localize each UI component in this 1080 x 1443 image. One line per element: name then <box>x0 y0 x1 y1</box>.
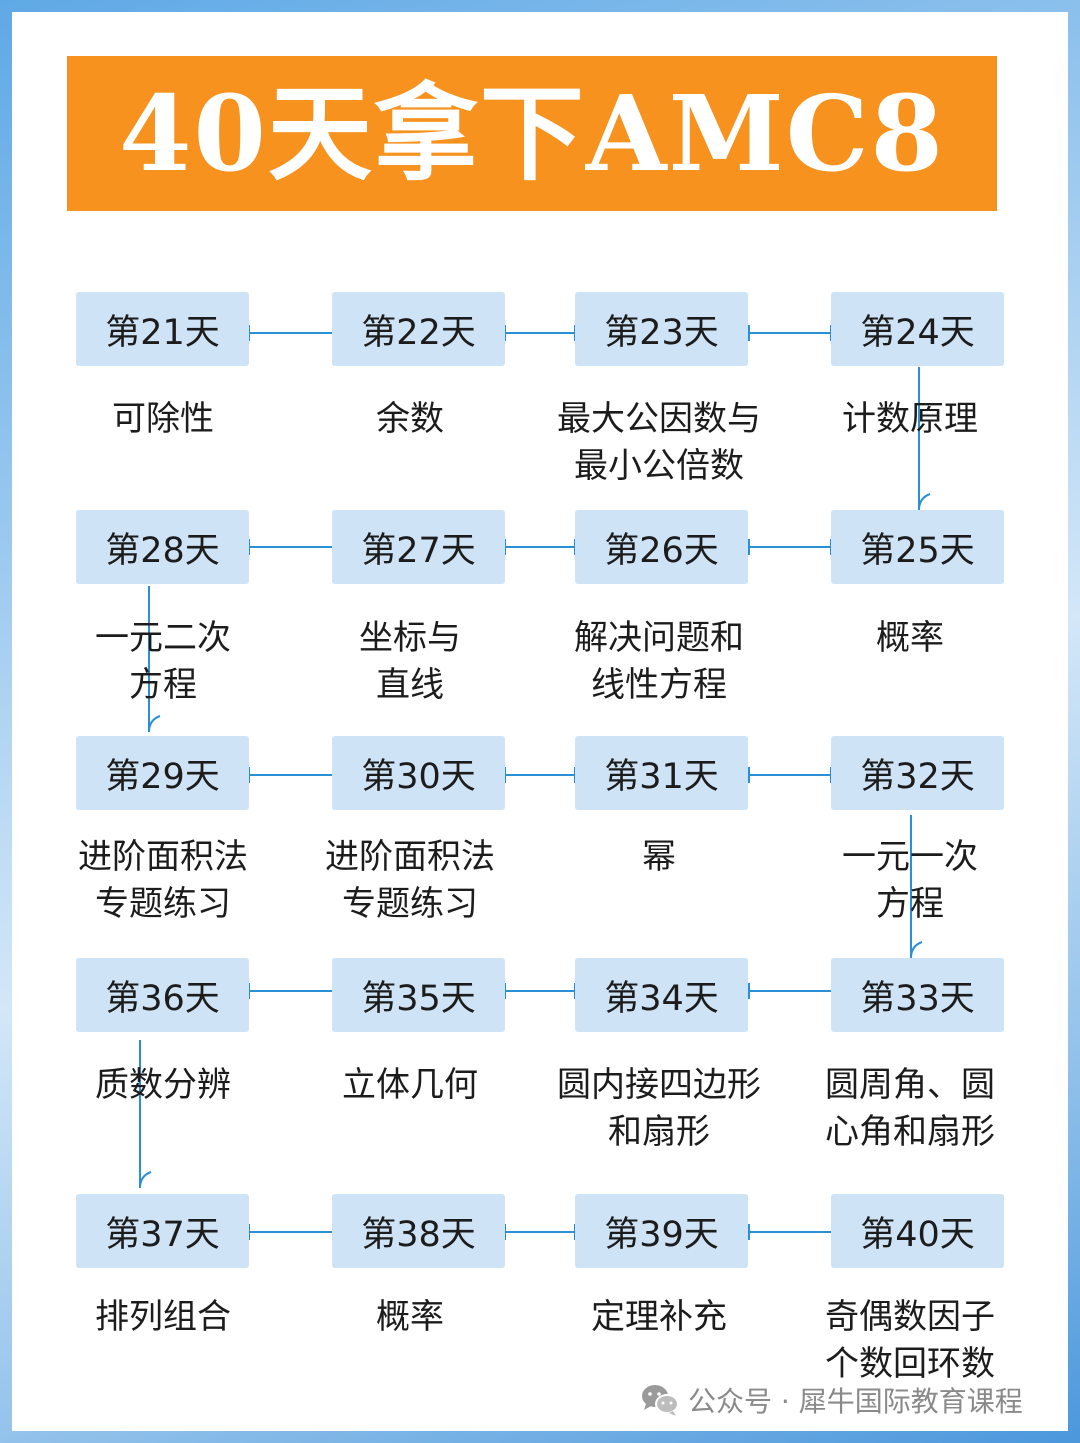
day-box: 第30天 <box>332 736 505 810</box>
day-box: 第34天 <box>575 958 748 1032</box>
day-box: 第40天 <box>831 1194 1004 1268</box>
topic-label: 进阶面积法专题练习 <box>78 837 248 924</box>
topic-label: 坐标与直线 <box>359 618 461 705</box>
topic-label: 幂 <box>642 837 676 877</box>
page-title: 40天拿下AMC8 <box>119 71 945 195</box>
day-box: 第27天 <box>332 510 505 584</box>
day-box: 第36天 <box>76 958 249 1032</box>
footer-text: 公众号 · 犀牛国际教育课程 <box>688 1385 1023 1418</box>
day-box: 第33天 <box>831 958 1004 1032</box>
day-box: 第21天 <box>76 292 249 366</box>
topic-label: 质数分辨 <box>95 1065 231 1105</box>
topic-label: 计数原理 <box>842 399 978 439</box>
day-box: 第39天 <box>575 1194 748 1268</box>
day-box: 第26天 <box>575 510 748 584</box>
topic-label: 余数 <box>376 399 444 439</box>
topic-label: 圆内接四边形和扇形 <box>557 1065 761 1152</box>
wechat-icon <box>642 1385 679 1416</box>
day-box: 第37天 <box>76 1194 249 1268</box>
topic-label: 最大公因数与最小公倍数 <box>557 399 761 486</box>
topic-label: 一元一次方程 <box>842 837 978 924</box>
topic-label: 解决问题和线性方程 <box>574 618 744 705</box>
topic-label: 定理补充 <box>591 1297 727 1337</box>
topic-label: 概率 <box>376 1297 444 1337</box>
day-box: 第29天 <box>76 736 249 810</box>
title-banner: 40天拿下AMC8 <box>67 56 997 211</box>
topic-label: 圆周角、圆心角和扇形 <box>825 1065 995 1152</box>
day-box: 第23天 <box>575 292 748 366</box>
day-box: 第31天 <box>575 736 748 810</box>
day-box: 第32天 <box>831 736 1004 810</box>
topic-label: 可除性 <box>112 399 214 439</box>
day-box: 第22天 <box>332 292 505 366</box>
day-box: 第28天 <box>76 510 249 584</box>
day-box: 第35天 <box>332 958 505 1032</box>
topic-label: 奇偶数因子个数回环数 <box>825 1297 995 1384</box>
topic-label: 一元二次方程 <box>95 618 231 705</box>
topic-label: 概率 <box>876 618 944 658</box>
topic-label: 进阶面积法专题练习 <box>325 837 495 924</box>
day-box: 第25天 <box>831 510 1004 584</box>
footer-attribution: 公众号 · 犀牛国际教育课程 <box>640 1378 1023 1422</box>
day-box: 第38天 <box>332 1194 505 1268</box>
topic-label: 立体几何 <box>342 1065 478 1105</box>
topic-label: 排列组合 <box>95 1297 231 1337</box>
day-box: 第24天 <box>831 292 1004 366</box>
